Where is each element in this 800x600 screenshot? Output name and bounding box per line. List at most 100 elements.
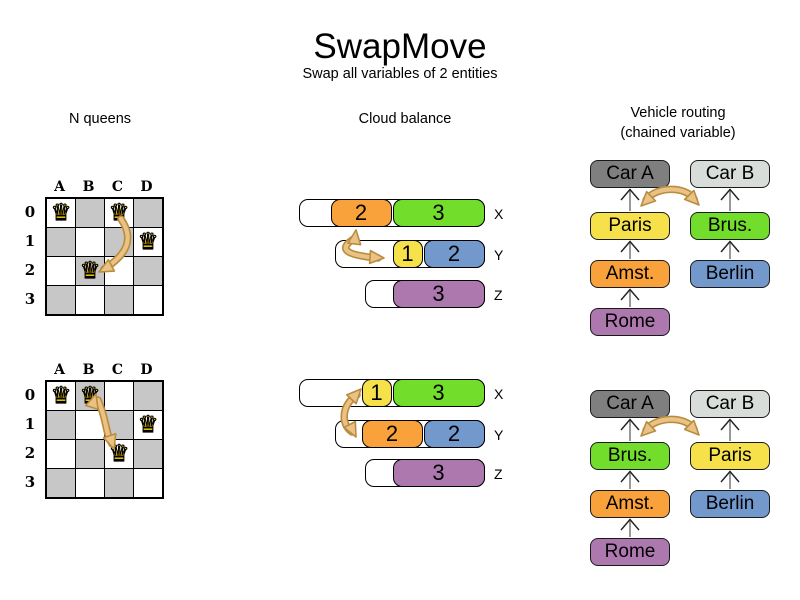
board-cell-B3 [76, 286, 104, 314]
board-cell-C3 [105, 286, 133, 314]
swap-arrow-vrp-before-outline [642, 185, 698, 204]
board-cell-B2: ♛ [76, 257, 104, 285]
board-cell-D0 [134, 382, 162, 410]
swap-arrow-vrp-after-head-icon [640, 420, 657, 437]
chain-arrowhead-icon [620, 288, 640, 301]
board-row-label-0: 0 [24, 202, 36, 221]
cloud-process-purple-before: 3 [392, 279, 485, 308]
chain-arrowhead-icon [620, 470, 640, 483]
queen-icon-A0: ♛ [50, 199, 72, 226]
cloud-process-blue-before: 2 [423, 239, 485, 268]
board-cell-D1: ♛ [134, 411, 162, 439]
chain-arrowhead-icon [620, 418, 640, 431]
swap-arrow-vrp-after-head-icon [683, 419, 700, 436]
queen-icon-D1: ♛ [137, 228, 159, 255]
board-row-label-3: 3 [24, 289, 36, 308]
board-cell-A3 [47, 286, 75, 314]
chain-arrowhead-icon [620, 240, 640, 253]
board-column-label-A: A [54, 178, 65, 195]
board-cell-C3 [105, 469, 133, 497]
queen-icon-A0: ♛ [50, 382, 72, 409]
board-cell-A0: ♛ [47, 382, 75, 410]
vrp-node-carb-after: Car B [690, 390, 770, 418]
vrp-node-cara-before: Car A [590, 160, 670, 188]
board-cell-B1 [76, 228, 104, 256]
board-cell-A1 [47, 228, 75, 256]
board-cell-C1 [105, 411, 133, 439]
board-grid-after: ♛♛♛♛ [45, 380, 164, 499]
board-column-label-C: C [111, 178, 124, 195]
cloud-row-label-Y-after: Y [494, 427, 504, 443]
board-row-labels: 0 1 2 3 [15, 197, 45, 316]
queen-icon-B2: ♛ [79, 257, 101, 284]
chain-arrowhead-icon [620, 518, 640, 531]
page-subtitle: Swap all variables of 2 entities [302, 66, 498, 82]
cloud-process-green-before: 3 [392, 198, 485, 227]
board-cell-D3 [134, 469, 162, 497]
board-cell-C0 [105, 382, 133, 410]
cloud-process-blue-after: 2 [423, 419, 485, 448]
board-cell-A2 [47, 440, 75, 468]
board-cell-D2 [134, 257, 162, 285]
vrp-node-berlin-after: Berlin [690, 490, 770, 518]
vrp-node-cara-after: Car A [590, 390, 670, 418]
cloud-row-label-Z-after: Z [494, 466, 503, 482]
cloud-process-orange-after: 2 [361, 419, 423, 448]
column-header-vehicle-routing-sub: (chained variable) [620, 125, 736, 141]
swap-arrow-vrp-before-head-icon [683, 189, 700, 206]
board-row-label-3: 3 [24, 472, 36, 491]
board-column-label-A: A [54, 361, 65, 378]
board-cell-B1 [76, 411, 104, 439]
chain-arrowhead-icon [720, 418, 740, 431]
cloud-row-label-X-after: X [494, 386, 504, 402]
cloud-row-label-Y-before: Y [494, 247, 504, 263]
chain-arrowhead-icon [720, 188, 740, 201]
chain-arrowhead-icon [720, 470, 740, 483]
vrp-node-brus-before: Brus. [690, 212, 770, 240]
column-header-nqueens: N queens [68, 111, 132, 127]
cloud-process-orange-before: 2 [330, 198, 392, 227]
vrp-node-berlin-before: Berlin [690, 260, 770, 288]
column-header-vehicle-routing: Vehicle routing [630, 105, 726, 121]
board-cell-B0: ♛ [76, 382, 104, 410]
vrp-node-paris-before: Paris [590, 212, 670, 240]
vrp-node-rome-before: Rome [590, 308, 670, 336]
board-cell-D0 [134, 199, 162, 227]
board-row-label-0: 0 [24, 385, 36, 404]
board-cell-A1 [47, 411, 75, 439]
vrp-node-amst-before: Amst. [590, 260, 670, 288]
board-row-label-2: 2 [24, 443, 36, 462]
board-row-label-1: 1 [24, 231, 36, 250]
board-column-label-D: D [140, 178, 153, 195]
board-cell-D3 [134, 286, 162, 314]
cloud-process-yellow-after: 1 [361, 378, 392, 407]
board-cell-C1 [105, 228, 133, 256]
vrp-node-brus-after: Brus. [590, 442, 670, 470]
queen-icon-C2: ♛ [108, 440, 130, 467]
board-grid-before: ♛ ♛ ♛ ♛ [45, 197, 164, 316]
cloud-computer-Z-before: 3 [365, 279, 485, 308]
board-cell-D2 [134, 440, 162, 468]
queen-icon-C0: ♛ [108, 199, 130, 226]
queen-icon-D1: ♛ [137, 411, 159, 438]
board-cell-A2 [47, 257, 75, 285]
column-header-cloud-balance: Cloud balance [358, 111, 452, 127]
board-cell-B2 [76, 440, 104, 468]
board-row-label-2: 2 [24, 260, 36, 279]
swap-arrow-vrp-before-head-icon [640, 190, 657, 207]
chain-arrowhead-icon [720, 240, 740, 253]
board-cell-B3 [76, 469, 104, 497]
chain-arrowhead-icon [620, 188, 640, 201]
board-column-label-C: C [111, 361, 124, 378]
